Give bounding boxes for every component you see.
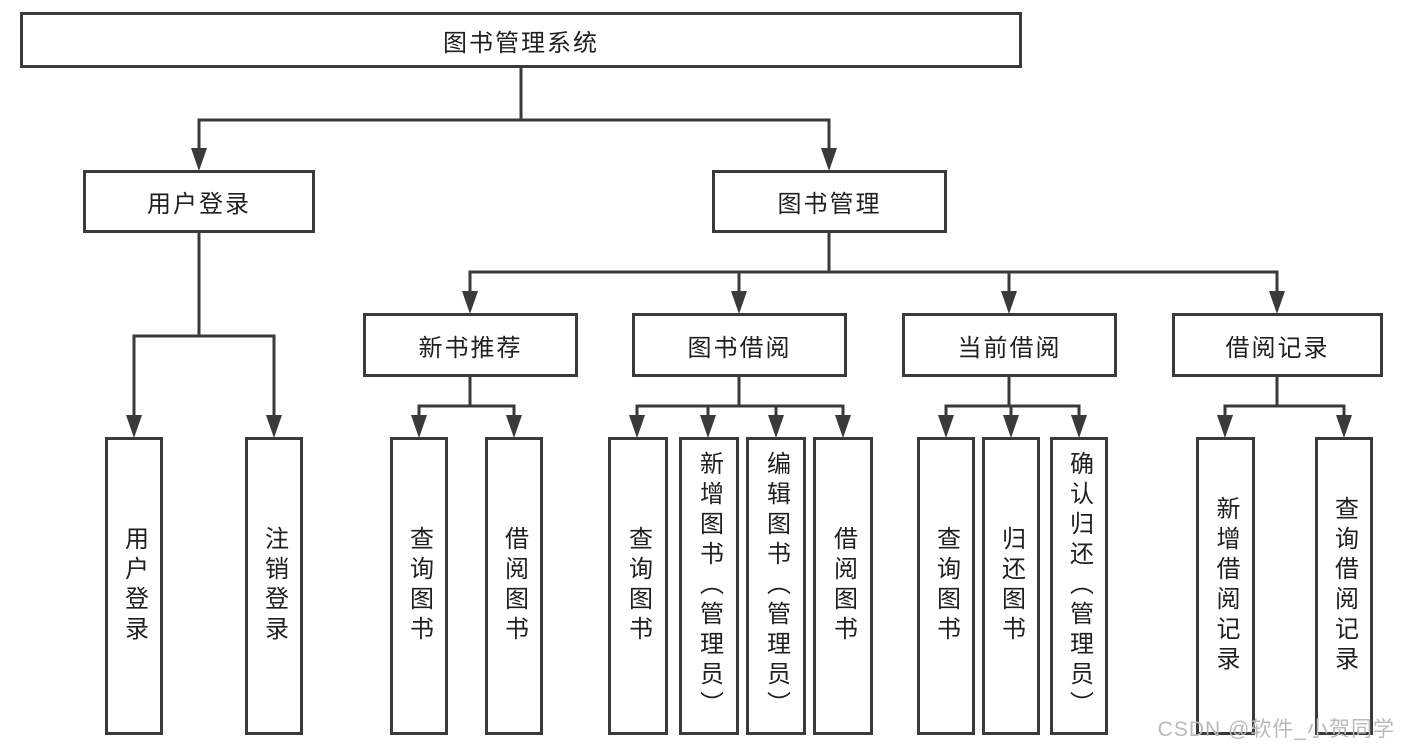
arrowhead [266,415,282,438]
connector-new-book-recommend-children [411,377,522,438]
node-leaf-logout-label: 注销登录 [260,526,288,646]
node-current-borrow-label: 当前借阅 [957,334,1062,362]
arrowhead [1003,415,1019,438]
arrowhead [731,291,747,314]
node-borrow-record-label: 借阅记录 [1225,334,1330,362]
node-leaf-query-books-borrow: 查询图书 [608,437,668,735]
node-leaf-query-books-current: 查询图书 [917,437,975,735]
node-leaf-add-borrow-record: 新增借阅记录 [1196,437,1255,735]
arrowhead [768,415,784,438]
arrowhead [1071,415,1087,438]
node-leaf-return-books-label: 归还图书 [997,526,1025,646]
node-leaf-user-login-label: 用户登录 [120,526,148,646]
arrowhead [821,148,837,171]
arrowhead [938,415,954,438]
node-leaf-borrow-books-recommend: 借阅图书 [485,437,543,735]
node-borrow-record: 借阅记录 [1172,313,1383,377]
connector-root-to-level2 [191,68,837,171]
arrowhead [1269,291,1285,314]
connector-current-borrow-children [938,377,1087,438]
node-book-borrow: 图书借阅 [632,313,847,377]
arrowhead [629,415,645,438]
node-leaf-add-borrow-record-label: 新增借阅记录 [1212,496,1239,676]
node-leaf-borrow-books: 借阅图书 [813,437,873,735]
node-root: 图书管理系统 [20,12,1022,68]
node-book-management: 图书管理 [712,170,947,233]
node-leaf-query-borrow-record-label: 查询借阅记录 [1330,496,1358,676]
connector-user-login-children [126,233,282,438]
node-leaf-borrow-books-recommend-label: 借阅图书 [500,526,528,646]
arrowhead [506,415,522,438]
node-book-management-label: 图书管理 [777,191,882,218]
node-leaf-query-books-recommend: 查询图书 [390,437,448,735]
csdn-watermark: CSDN @软件_小贺同学 [1157,718,1395,741]
arrowhead [1001,291,1017,314]
node-new-book-recommend: 新书推荐 [363,313,578,377]
node-leaf-edit-books-admin: 编辑图书（管理员） [746,437,806,735]
arrowhead [411,415,427,438]
node-current-borrow: 当前借阅 [902,313,1117,377]
arrowhead [835,415,851,438]
node-leaf-add-books-admin: 新增图书（管理员） [679,437,739,735]
node-book-borrow-label: 图书借阅 [687,334,792,362]
node-leaf-confirm-return-admin: 确认归还（管理员） [1050,437,1108,735]
node-leaf-query-books-recommend-label: 查询图书 [405,526,433,646]
node-leaf-add-books-admin-label: 新增图书（管理员） [695,451,723,721]
arrowhead [462,291,478,314]
arrowhead [191,148,207,171]
node-new-book-recommend-label: 新书推荐 [418,334,523,362]
connector-book-borrow-children [629,377,851,438]
node-leaf-logout: 注销登录 [245,437,303,735]
node-leaf-return-books: 归还图书 [982,437,1040,735]
arrowhead [126,415,142,438]
node-leaf-borrow-books-label: 借阅图书 [829,526,857,646]
node-root-label: 图书管理系统 [443,29,599,57]
node-user-login: 用户登录 [83,170,315,233]
node-leaf-query-books-current-label: 查询图书 [932,526,960,646]
arrowhead [1336,415,1352,438]
connector-book-management-children [462,233,1285,314]
node-leaf-edit-books-admin-label: 编辑图书（管理员） [762,451,790,721]
node-user-login-label: 用户登录 [147,191,251,218]
connector-borrow-record-children [1217,377,1352,438]
node-leaf-query-books-borrow-label: 查询图书 [624,526,652,646]
arrowhead [1217,415,1233,438]
node-leaf-query-borrow-record: 查询借阅记录 [1315,437,1373,735]
arrowhead [700,415,716,438]
node-leaf-user-login: 用户登录 [105,437,163,735]
node-leaf-confirm-return-admin-label: 确认归还（管理员） [1065,451,1093,721]
